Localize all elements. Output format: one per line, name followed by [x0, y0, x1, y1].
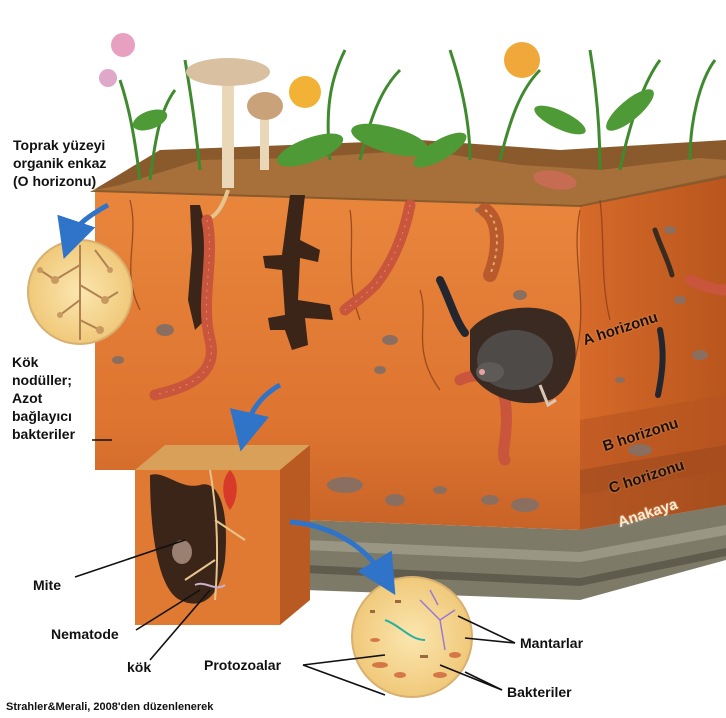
root-nodules-line-2: nodüller; [12, 372, 72, 388]
mite-icon [172, 540, 192, 564]
beetle-icon [533, 170, 577, 190]
dandelion-flower-icon [289, 76, 321, 108]
leader-lines [74, 439, 516, 696]
clover-flower-icon [111, 33, 135, 57]
source-credit: Strahler&Merali, 2008'den düzenlenerek [6, 701, 214, 713]
nematode-icon [194, 582, 226, 589]
larva-icon [478, 203, 504, 282]
leaves [132, 89, 654, 168]
o-horizon-line-3: (O horizonu) [13, 173, 97, 189]
o-horizon-label: Toprak yüzeyi organik enkaz (O horizonu) [13, 136, 106, 190]
burrow-tunnel [263, 195, 333, 350]
soil-sample-block [135, 445, 310, 625]
millipede-icon [436, 276, 469, 337]
root-nodules-line-5: bakteriler [12, 426, 76, 442]
o-horizon-line-1: Toprak yüzeyi [13, 137, 106, 153]
magnify-arrows [57, 202, 396, 596]
protozoa-label: Protozoalar [204, 657, 282, 673]
root-nodules-line-3: Azot [12, 390, 43, 406]
microbe-magnifier [351, 576, 473, 698]
root-nodules-line-1: Kök [12, 354, 39, 370]
root-nodules-line-4: bağlayıcı [12, 408, 72, 424]
root-nodule-magnifier [27, 239, 133, 345]
root-label: kök [127, 659, 152, 675]
o-horizon-line-2: organik enkaz [13, 155, 107, 171]
mite-label: Mite [33, 577, 61, 593]
mushroom-icon [186, 58, 283, 188]
mole-icon [470, 307, 576, 408]
nematode-label: Nematode [51, 626, 119, 642]
fungi-label: Mantarlar [520, 635, 584, 651]
bacteria-label: Bakteriler [507, 684, 572, 700]
soil-stones [112, 207, 708, 512]
root-nodules-label: Kök nodüller; Azot bağlayıcı bakteriler [12, 353, 75, 443]
